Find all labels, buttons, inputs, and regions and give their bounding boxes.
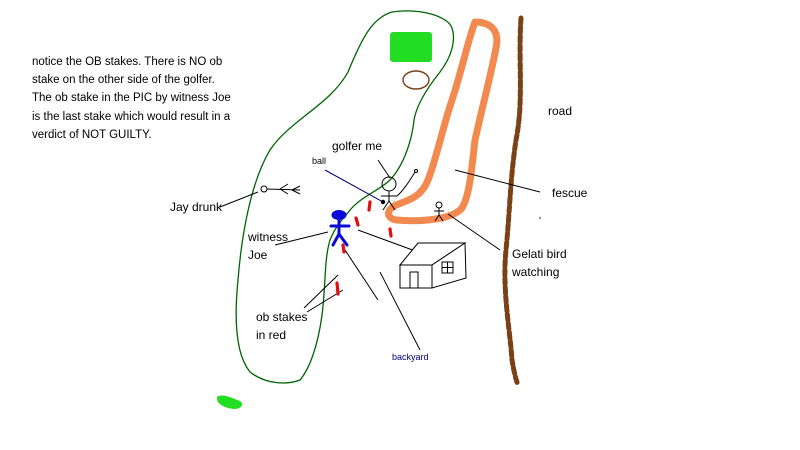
ob-stakes <box>335 200 393 296</box>
stake-to-house <box>357 229 419 253</box>
putting-green <box>390 32 432 62</box>
gelati-label: Gelati bird watching <box>512 245 567 281</box>
stake-to-backyard <box>344 249 379 301</box>
note-line: The ob stake in the PIC by witness Joe <box>32 92 231 105</box>
witness-label-line: witness <box>248 230 289 244</box>
golfer-leader <box>377 159 391 179</box>
ob-stake <box>367 200 372 212</box>
golfer-figure <box>381 169 418 211</box>
ob-stake <box>354 216 360 227</box>
bunker <box>402 70 430 90</box>
gelati-label-line: Gelati bird <box>512 247 567 261</box>
ob-leader-1 <box>303 274 339 309</box>
gelati-leader <box>447 213 501 251</box>
ob-stake <box>341 243 346 254</box>
fairway-outline <box>235 10 455 384</box>
backyard-leader <box>379 271 421 351</box>
note-line: stake on the other side of the golfer. <box>32 74 215 87</box>
witness-leader <box>274 231 329 246</box>
ob-stakes-label: ob stakes in red <box>256 308 307 344</box>
golfer-label: golfer me <box>332 139 383 153</box>
gelati-figure <box>434 201 444 222</box>
ball-label: ball <box>312 156 327 166</box>
note-text: notice the OB stakes. There is NO ob sta… <box>32 53 231 144</box>
ob-stakes-label-line: in red <box>256 328 287 342</box>
ob-stake <box>335 281 340 296</box>
fescue-area <box>385 18 501 225</box>
note-line: verdict of NOT GUILTY. <box>32 128 152 141</box>
witness-joe-figure <box>329 210 351 247</box>
jay-figure <box>260 183 301 195</box>
witness-label-line: Joe <box>248 248 268 262</box>
leader-lines <box>219 159 541 351</box>
note-line: notice the OB stakes. There is NO ob <box>32 56 223 68</box>
fescue-leader <box>454 169 541 193</box>
tee-box <box>216 395 242 409</box>
jay-leader <box>219 191 259 208</box>
ob-stake <box>388 227 393 238</box>
ob-stakes-label-line: ob stakes <box>256 310 308 324</box>
backyard-label: backyard <box>392 352 429 362</box>
road <box>502 15 524 388</box>
witness-label: witness Joe <box>248 228 288 264</box>
ball-leader <box>324 169 384 203</box>
speck <box>539 217 541 219</box>
fescue-label: fescue <box>552 186 588 200</box>
road-label: road <box>548 104 573 118</box>
golf-ball <box>380 199 386 205</box>
house <box>398 242 467 289</box>
note-line: is the last stake which would result in … <box>32 110 231 123</box>
jay-label: Jay drunk <box>170 200 223 214</box>
gelati-label-line: watching <box>512 265 560 279</box>
